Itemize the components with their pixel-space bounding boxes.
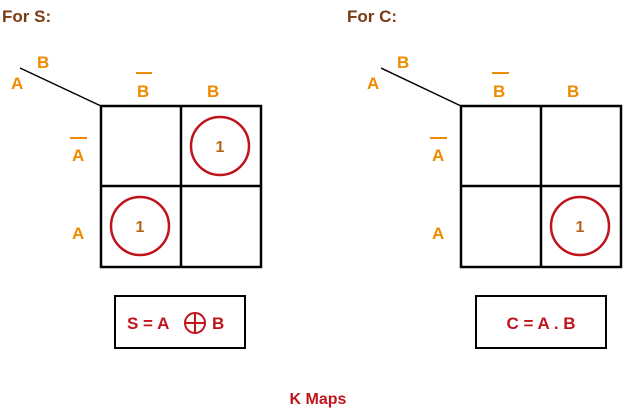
xor-symbol-icon [184, 312, 206, 334]
kmap-s-heading: For S: [2, 7, 51, 26]
kmap-s-row-header-1: A [72, 224, 84, 243]
kmap-c-col-header-1: B [567, 82, 579, 101]
kmap-s-row-header-0: A [72, 146, 84, 165]
kmap-s-corner-row-var: A [11, 74, 23, 93]
kmap-c-group-ring-bottom-right [549, 195, 611, 257]
kmap-c-heading: For C: [347, 7, 397, 26]
kmap-s-equation-prefix: S = A [127, 314, 169, 333]
kmap-s: For S: A B B B A A 1 1 S = A B [2, 7, 263, 349]
kmap-c: For C: A B B B A A 1 C = A . B [347, 7, 623, 349]
kmap-s-equation-suffix: B [212, 314, 224, 333]
kmap-c-corner-row-var: A [367, 74, 379, 93]
kmap-s-col-header-1: B [207, 82, 219, 101]
kmap-s-equation-box [114, 295, 246, 349]
diagram-caption: K Maps [290, 391, 347, 408]
kmap-s-corner-divider [19, 67, 102, 107]
kmap-c-corner-divider [380, 67, 462, 107]
kmap-s-col-header-0: B [137, 82, 149, 101]
kmap-s-group-ring-bottom-left [109, 195, 171, 257]
kmap-c-equation: C = A . B [506, 314, 575, 333]
kmap-s-corner-col-var: B [37, 53, 49, 72]
kmap-s-group-ring-top-right [189, 115, 251, 177]
kmap-c-col-header-0: B [493, 82, 505, 101]
kmap-s-cell-0-1: 1 [216, 139, 225, 156]
kmap-c-cell-1-1: 1 [576, 219, 585, 236]
kmap-s-cell-1-0: 1 [136, 219, 145, 236]
kmap-c-equation-box [475, 295, 607, 349]
kmap-c-row-header-0: A [432, 146, 444, 165]
kmap-c-row-header-1: A [432, 224, 444, 243]
kmap-c-corner-col-var: B [397, 53, 409, 72]
